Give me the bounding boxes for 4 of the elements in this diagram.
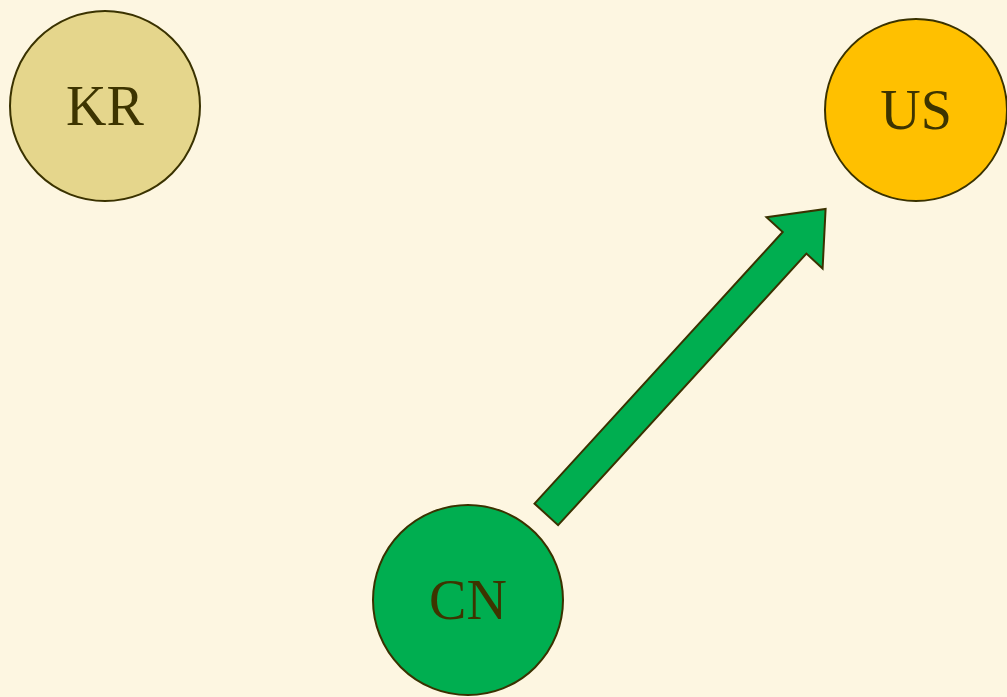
country-code: CN xyxy=(429,572,507,628)
country-code: US xyxy=(880,82,952,138)
country-code: KR xyxy=(66,78,144,134)
block-arrow xyxy=(533,207,827,527)
